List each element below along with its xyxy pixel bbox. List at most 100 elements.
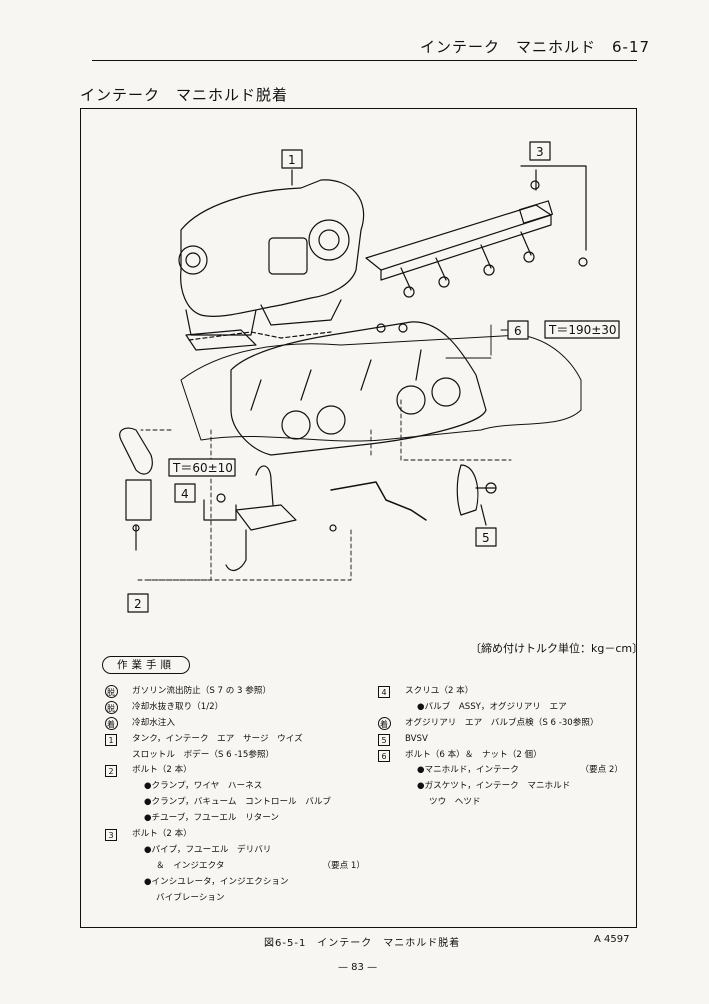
step-mark: 着 xyxy=(100,717,122,731)
step-text: BVSV xyxy=(405,733,428,744)
step-text: ●クランプ，ワイヤ ハーネス xyxy=(144,781,263,792)
step-text: ●バルブ ASSY，オグジリアリ エア xyxy=(417,701,567,712)
figure-caption: 図6-5-1 インテーク マニホルド脱着 xyxy=(264,938,461,949)
torque-box-4: T＝60±10 xyxy=(168,458,236,477)
step-text: バイブレーション xyxy=(156,892,225,903)
procedure-step: ●クランプ，バキューム コントロール バルブ xyxy=(100,795,365,811)
step-text: 冷却水抜き取り（1/2） xyxy=(132,701,224,712)
step-mark: 1 xyxy=(100,733,122,746)
callout-3: 3 xyxy=(529,141,551,161)
step-box-number: 3 xyxy=(105,828,117,841)
callout-1-label: 1 xyxy=(288,153,296,167)
step-mark: 脱 xyxy=(100,701,122,715)
procedure-step: ●インシユレータ，インジエクション xyxy=(100,875,365,891)
callout-6: 6 xyxy=(507,320,529,340)
vacuum-hose xyxy=(330,481,427,521)
callout-4-label: 4 xyxy=(181,487,189,501)
procedure-step: ●ガスケツト，インテーク マニホルド xyxy=(373,779,623,795)
procedure-step: 3 ボルト（2 本） xyxy=(100,827,365,843)
intake-manifold xyxy=(188,321,487,456)
auxiliary-air-valve xyxy=(216,465,297,572)
step-key-point: （要点 2） xyxy=(580,765,623,776)
callout-5-label: 5 xyxy=(482,531,490,545)
step-circle-mark: 脱 xyxy=(104,685,118,699)
procedure-step: ●チユーブ，フユーエル リターン xyxy=(100,811,365,827)
procedure-step: ●パイプ，フユーエル デリバリ xyxy=(100,843,365,859)
procedure-step: ●バルブ ASSY，オグジリアリ エア xyxy=(373,700,623,716)
step-text: ●マニホルド，インテーク xyxy=(417,765,519,776)
procedure-left-column: 脱ガソリン流出防止（S 7 の 3 参照）脱冷却水抜き取り（1/2）着冷却水注入… xyxy=(100,684,365,906)
step-text: ガソリン流出防止（S 7 の 3 参照） xyxy=(132,686,272,696)
step-circle-mark: 着 xyxy=(104,717,118,731)
step-mark: 2 xyxy=(100,765,122,778)
procedure-step: ツウ ヘツド xyxy=(373,795,623,811)
procedure-step: 着 冷却水注入 xyxy=(100,716,365,732)
surge-tank xyxy=(178,179,365,336)
step-text: ＆ インジエクタ xyxy=(156,860,225,871)
callout-6-label: 6 xyxy=(514,324,522,338)
step-circle-mark: 着 xyxy=(377,717,391,731)
procedure-step: 脱 冷却水抜き取り（1/2） xyxy=(100,700,365,716)
exploded-diagram: 1 2 3 4 5 6 T＝60±10 T＝190±30 xyxy=(119,141,620,613)
step-text: ボルト（2 本） xyxy=(132,765,192,776)
step-text: ●ガスケツト，インテーク マニホルド xyxy=(417,781,571,792)
torque-6-label: T＝190±30 xyxy=(548,323,617,337)
step-text: ボルト（2 本） xyxy=(132,829,192,840)
step-mark: 5 xyxy=(373,733,395,746)
step-box-number: 4 xyxy=(378,685,390,698)
step-mark: 着 xyxy=(373,717,395,731)
step-text: ボルト（6 本）＆ ナット（2 個） xyxy=(405,749,542,760)
step-mark: 脱 xyxy=(100,685,122,699)
procedure-step: ●マニホルド，インテーク （要点 2） xyxy=(373,763,623,779)
bvsv xyxy=(456,464,497,516)
bolt xyxy=(329,524,337,532)
step-text: タンク，インテーク エア サージ ウイズ xyxy=(132,733,303,744)
procedure-step: スロットル ボデー（S 6 -15参照） xyxy=(100,748,365,764)
torque-unit-note: 〔締め付けトルク単位：kg－cm〕 xyxy=(470,642,644,655)
step-text: ●チユーブ，フユーエル リターン xyxy=(144,813,280,824)
procedure-step: 脱 ガソリン流出防止（S 7 の 3 参照） xyxy=(100,684,365,700)
procedure-step: 2 ボルト（2 本） xyxy=(100,763,365,779)
procedure-step: 6 ボルト（6 本）＆ ナット（2 個） xyxy=(373,748,623,764)
procedure-step: ●クランプ，ワイヤ ハーネス xyxy=(100,779,365,795)
step-box-number: 2 xyxy=(105,765,117,778)
nut xyxy=(376,323,386,333)
step-text: ツウ ヘツド xyxy=(429,797,481,808)
bracket-clamp xyxy=(119,427,153,551)
callout-4: 4 xyxy=(174,483,196,503)
torque-4-label: T＝60±10 xyxy=(172,461,233,475)
procedure-step: ＆ インジエクタ （要点 1） xyxy=(100,859,365,875)
step-mark: 3 xyxy=(100,828,122,841)
callout-2-label: 2 xyxy=(134,597,142,611)
step-text: ●クランプ，バキューム コントロール バルブ xyxy=(144,797,332,808)
cylinder-head xyxy=(180,334,582,442)
step-box-number: 5 xyxy=(378,733,390,746)
procedure-step: バイブレーション xyxy=(100,891,365,907)
callout-1: 1 xyxy=(281,149,303,169)
step-text: ●インシユレータ，インジエクション xyxy=(144,876,289,887)
step-mark: 4 xyxy=(373,685,395,698)
page-number: — 83 — xyxy=(338,962,378,973)
step-text: 冷却水注入 xyxy=(132,717,175,728)
header-rule xyxy=(92,60,637,61)
page-header-title: インテーク マニホルド 6-17 xyxy=(420,38,651,56)
step-circle-mark: 脱 xyxy=(104,701,118,715)
gasket xyxy=(185,329,257,351)
step-key-point: （要点 1） xyxy=(322,860,365,871)
callout-2: 2 xyxy=(127,593,149,613)
step-text: オグジリアリ エア バルブ点検（S 6 -30参照） xyxy=(405,717,599,728)
procedure-step: 5 BVSV xyxy=(373,732,623,748)
step-box-number: 1 xyxy=(105,733,117,746)
figure-code: A 4597 xyxy=(594,934,630,945)
step-mark: 6 xyxy=(373,749,395,762)
section-title: インテーク マニホルド脱着 xyxy=(80,86,289,104)
figure-frame xyxy=(80,108,637,928)
step-text: ●パイプ，フユーエル デリバリ xyxy=(144,844,272,855)
torque-box-6: T＝190±30 xyxy=(544,320,620,339)
step-text: スロットル ボデー（S 6 -15参照） xyxy=(132,749,275,760)
step-box-number: 6 xyxy=(378,749,390,762)
callout-5: 5 xyxy=(475,527,497,547)
fuel-delivery-pipe xyxy=(365,165,588,298)
